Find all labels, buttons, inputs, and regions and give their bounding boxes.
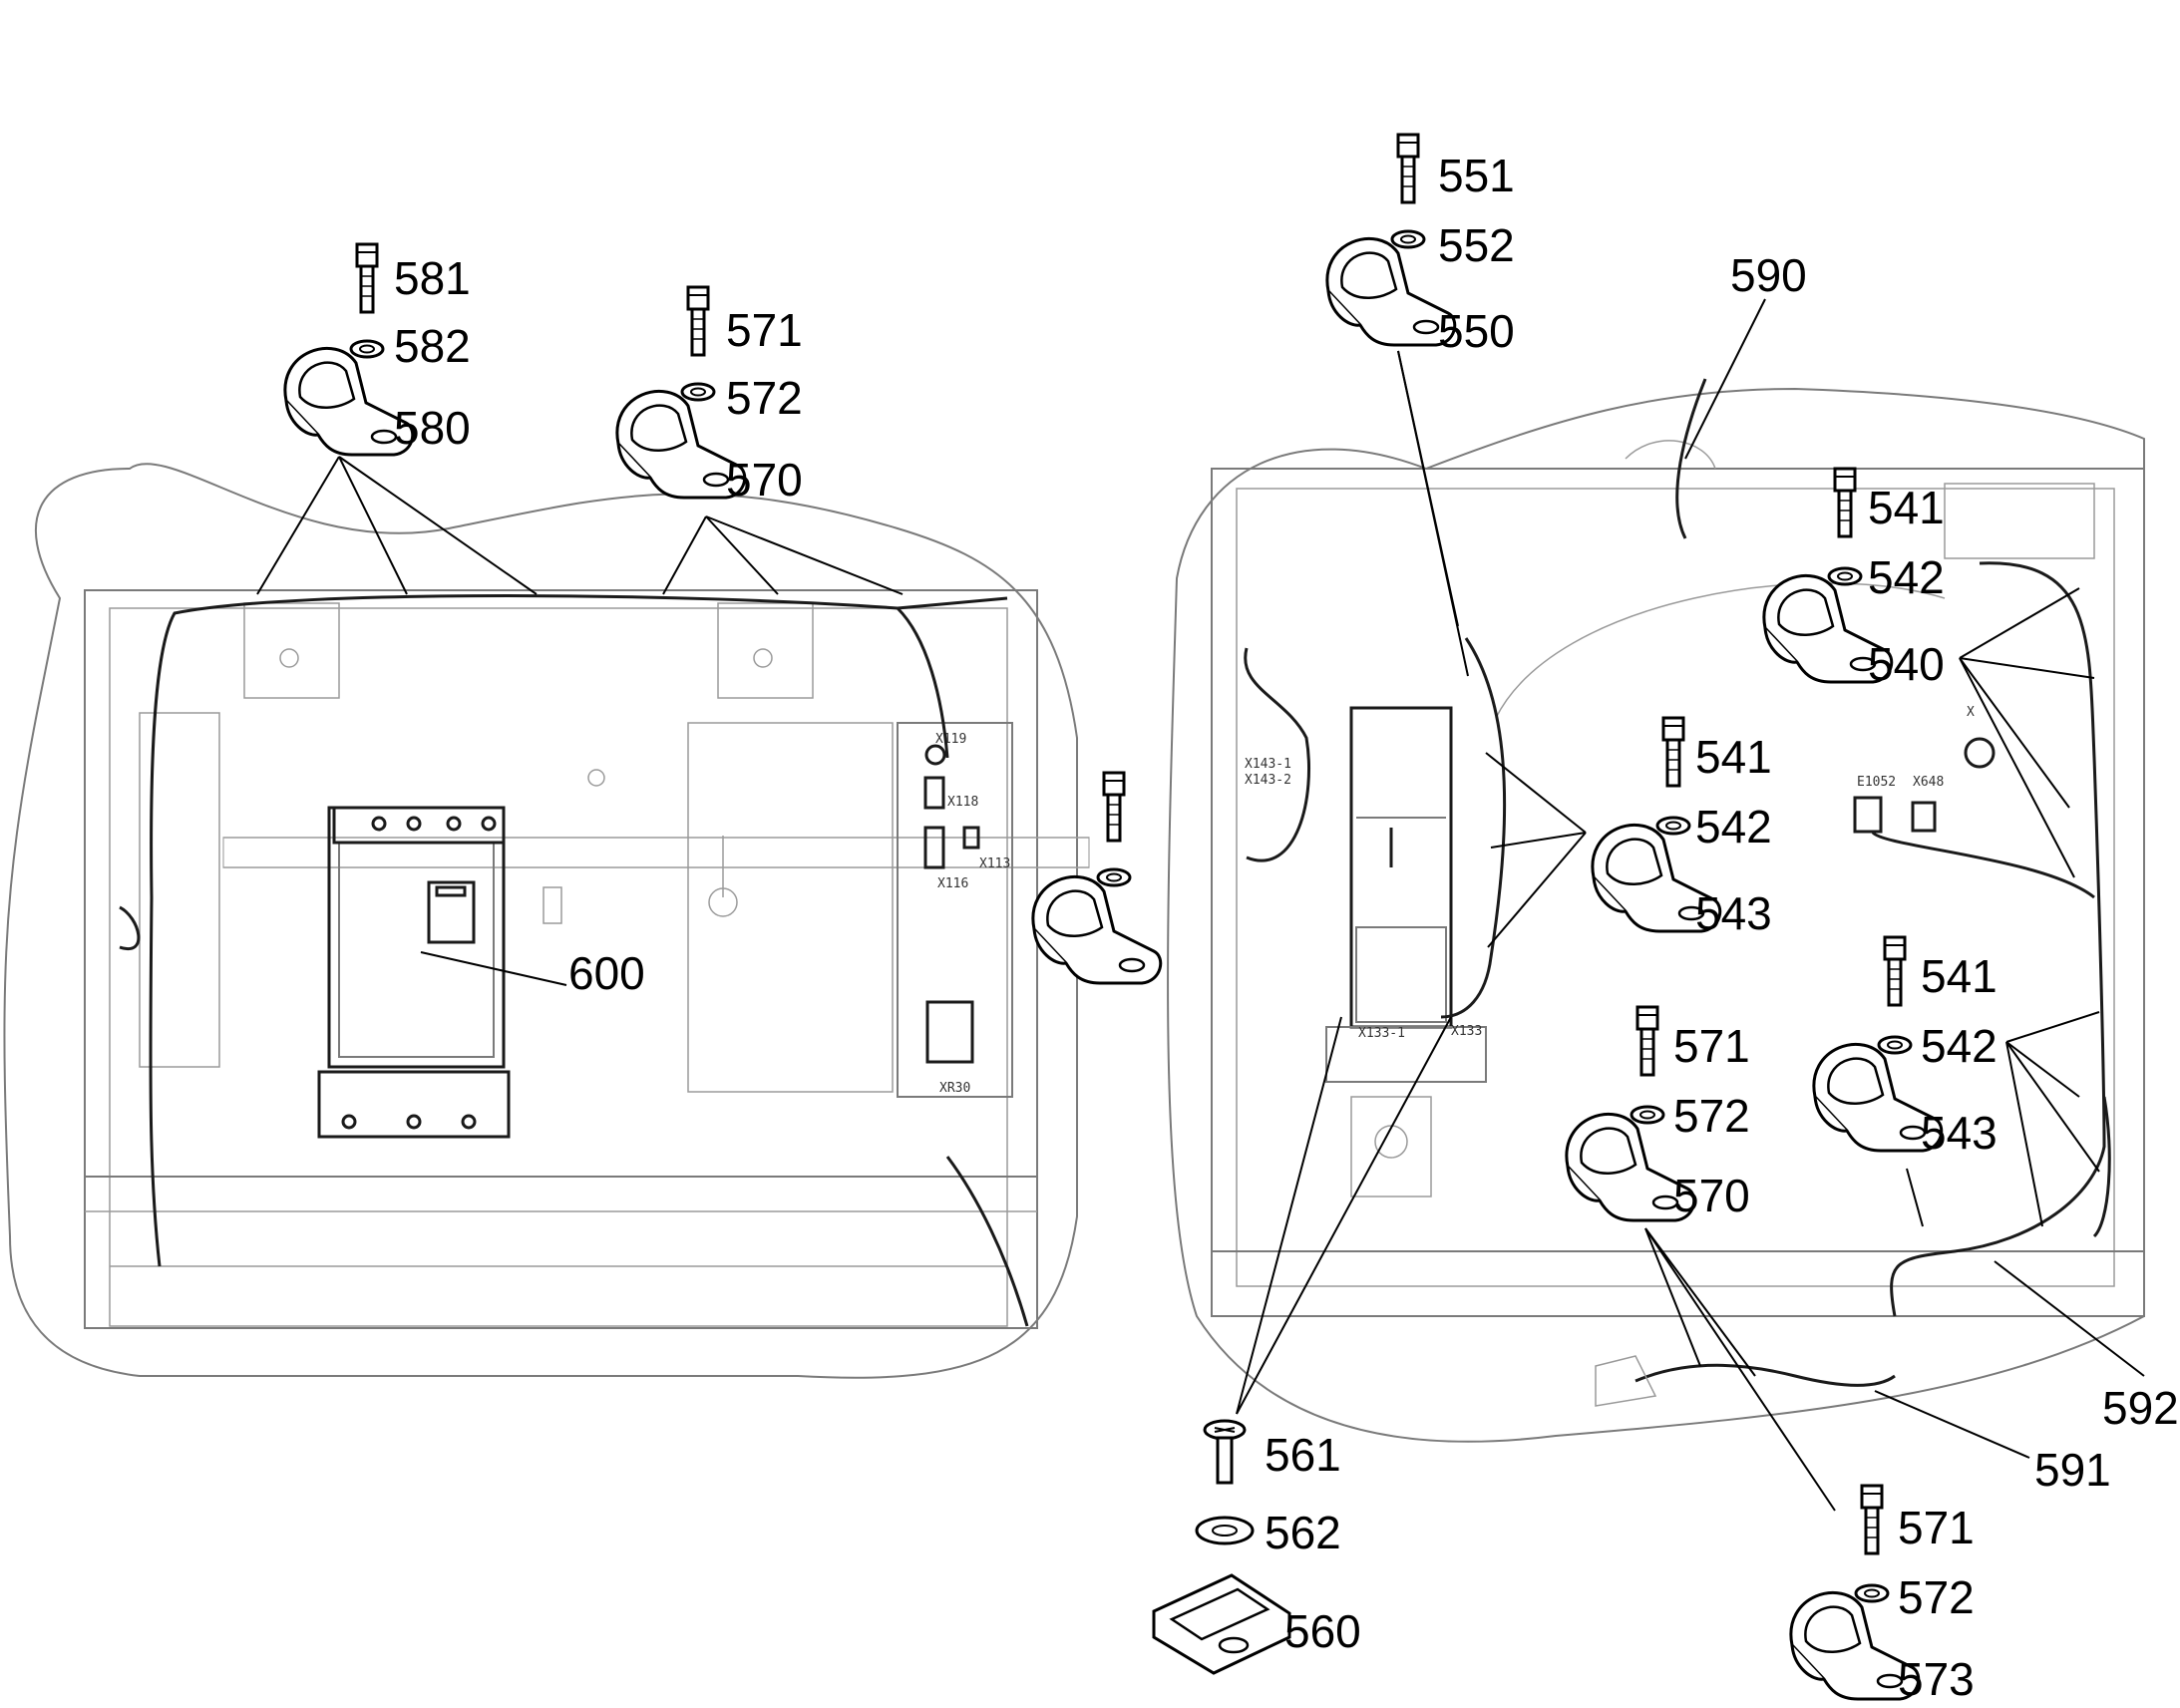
tag-x116: X116 [937, 876, 968, 891]
callout-labels: 581 582 580 571 572 570 600 551 552 550 … [394, 150, 2179, 1705]
tag-x133-1: X133-1 [1358, 1026, 1405, 1041]
tag-x113: X113 [979, 856, 1010, 871]
tag-xr30: XR30 [939, 1081, 970, 1096]
callout-570: 570 [726, 454, 803, 506]
fastener-stack-550 [1325, 133, 1457, 347]
callout-543-b: 543 [1695, 887, 1772, 939]
right-view-outline [1167, 387, 2145, 1443]
left-frame [84, 589, 1038, 1329]
callout-550: 550 [1438, 305, 1515, 357]
left-harness [149, 594, 949, 1267]
callout-552: 552 [1438, 219, 1515, 271]
left-view: X119 X118 X113 X116 XR30 [3, 456, 1090, 1379]
callout-542-a: 542 [1868, 551, 1945, 603]
bracket-right [717, 602, 814, 699]
callout-562: 562 [1265, 1507, 1341, 1558]
callout-571-b: 571 [1673, 1020, 1750, 1072]
callout-580: 580 [394, 402, 471, 454]
callout-541-b: 541 [1695, 731, 1772, 783]
tag-x143-2: X143-2 [1245, 773, 1291, 788]
callout-573: 573 [1898, 1653, 1975, 1705]
callout-582: 582 [394, 320, 471, 372]
cover-plate [687, 722, 894, 1093]
fastener-stack-unlabeled [1031, 771, 1163, 985]
fastener-stack-560 [1152, 1419, 1291, 1675]
right-view: E1052 X648 X X143-1 X143-2 X133-1 X133 [1167, 298, 2145, 1512]
callout-541-c: 541 [1921, 950, 1998, 1002]
tag-x: X [1967, 705, 1975, 720]
connector-x648 [1911, 801, 1937, 833]
callout-541-a: 541 [1868, 482, 1945, 533]
callout-572: 572 [726, 372, 803, 424]
callout-572-c: 572 [1898, 1571, 1975, 1623]
callout-570-b: 570 [1673, 1170, 1750, 1221]
callout-600: 600 [568, 947, 645, 999]
callout-543-c: 543 [1921, 1107, 1998, 1159]
callout-542-b: 542 [1695, 801, 1772, 853]
callout-571-c: 571 [1898, 1502, 1975, 1553]
connector-e1052 [1853, 796, 1883, 834]
callout-560: 560 [1284, 1605, 1361, 1657]
tag-x119: X119 [935, 732, 966, 747]
callout-571: 571 [726, 304, 803, 356]
callout-591: 591 [2034, 1444, 2111, 1496]
callout-542-c: 542 [1921, 1020, 1998, 1072]
callout-572-b: 572 [1673, 1090, 1750, 1142]
left-view-outline [3, 463, 1078, 1379]
tag-e1052: E1052 [1857, 775, 1896, 790]
tag-x143-1: X143-1 [1245, 757, 1291, 772]
tag-x133: X133 [1451, 1024, 1482, 1039]
callout-540: 540 [1868, 638, 1945, 690]
callout-561: 561 [1265, 1429, 1341, 1481]
bracket-left [243, 602, 340, 699]
relay-module [1325, 706, 1487, 1083]
right-harness-main [1890, 561, 2106, 1317]
callout-551: 551 [1438, 150, 1515, 201]
callout-592: 592 [2102, 1382, 2179, 1434]
callout-581: 581 [394, 252, 471, 304]
connector-panel: X119 X118 X113 X116 XR30 [897, 722, 1013, 1098]
callout-590: 590 [1730, 249, 1807, 301]
control-unit-600 [317, 806, 511, 1139]
tag-x118: X118 [947, 795, 978, 810]
tag-x648: X648 [1913, 775, 1944, 790]
